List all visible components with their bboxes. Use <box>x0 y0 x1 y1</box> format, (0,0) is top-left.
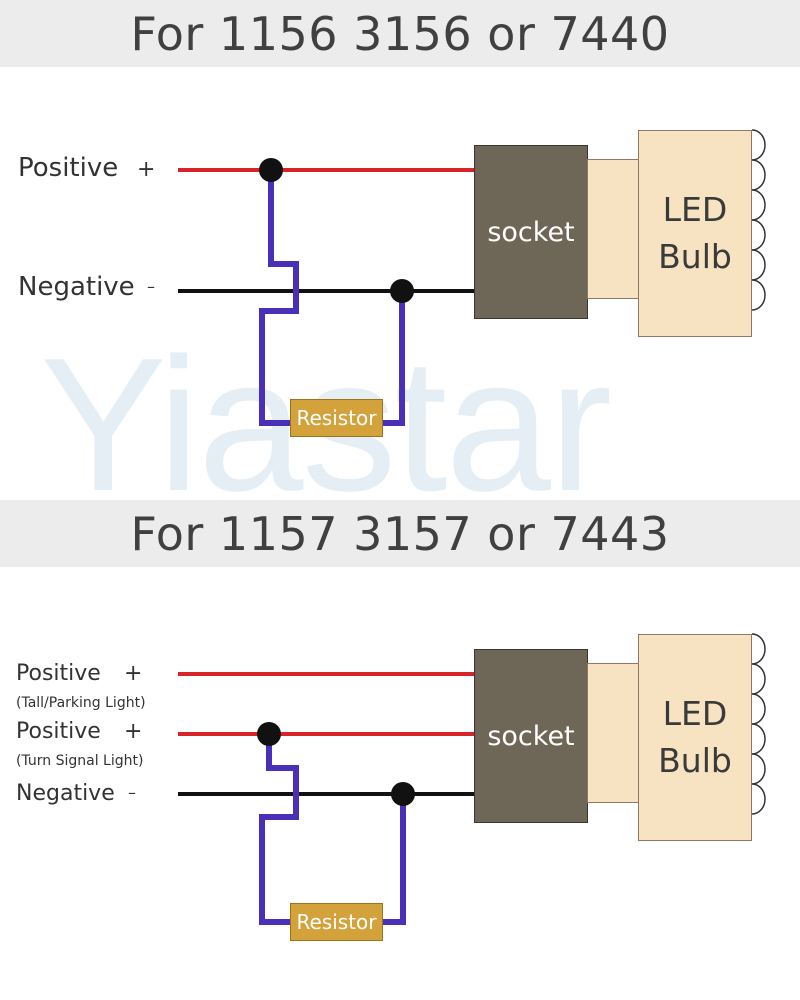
junction-negative <box>391 782 415 806</box>
wiring-svg-bottom <box>178 633 766 925</box>
resistor-label: Resistor <box>296 910 377 934</box>
wire-label-positive-turn: Positive <box>16 719 101 744</box>
bulb-neck <box>587 159 639 299</box>
bulb-label-line2: Bulb <box>658 740 732 780</box>
wire-label-negative: Negative <box>16 781 115 806</box>
bulb-contacts <box>751 633 766 815</box>
bulb-label-line1: LED <box>662 694 728 734</box>
socket-box: socket <box>474 145 588 319</box>
resistor-box: Resistor <box>290 399 383 437</box>
wire-sign-negative: – <box>128 783 136 802</box>
resistor-label: Resistor <box>296 406 377 430</box>
wire-sublabel-turn: (Turn Signal Light) <box>16 753 144 769</box>
diagram-title-top: For 1156 3156 or 7440 <box>130 6 670 61</box>
resistor-lead-right <box>381 291 405 426</box>
socket-label: socket <box>487 720 575 752</box>
bulb-label-line2: Bulb <box>658 236 732 276</box>
title-banner-top: For 1156 3156 or 7440 <box>0 0 800 67</box>
led-bulb: LED Bulb <box>638 130 752 337</box>
resistor-lead-right <box>381 794 406 925</box>
wire-label-positive: Positive <box>18 153 119 183</box>
junction-negative <box>390 279 414 303</box>
wiring-diagram-bottom: Positive + (Tall/Parking Light) Positive… <box>0 567 800 1000</box>
socket-label: socket <box>487 216 575 248</box>
bulb-contacts <box>751 129 766 311</box>
wire-label-negative: Negative <box>18 272 135 302</box>
wire-sign-negative: – <box>147 277 155 296</box>
wire-sign-positive: + <box>137 157 156 182</box>
resistor-lead-left <box>259 170 299 426</box>
wiring-diagram-top: Positive + Negative – socket LED Bulb Re… <box>0 67 800 500</box>
junction-positive <box>257 722 281 746</box>
resistor-box: Resistor <box>290 903 383 941</box>
junction-positive <box>259 158 283 182</box>
bulb-neck <box>587 663 639 803</box>
diagram-title-bottom: For 1157 3157 or 7443 <box>130 506 670 561</box>
wire-sign-positive-parking: + <box>124 661 143 686</box>
resistor-lead-left <box>259 734 299 925</box>
wire-sign-positive-turn: + <box>124 719 143 744</box>
wiring-svg-top <box>178 129 766 426</box>
bulb-label-line1: LED <box>662 190 728 230</box>
wire-label-positive-parking: Positive <box>16 661 101 686</box>
title-banner-bottom: For 1157 3157 or 7443 <box>0 500 800 567</box>
socket-box: socket <box>474 649 588 823</box>
wire-sublabel-parking: (Tall/Parking Light) <box>16 695 146 711</box>
led-bulb: LED Bulb <box>638 634 752 841</box>
